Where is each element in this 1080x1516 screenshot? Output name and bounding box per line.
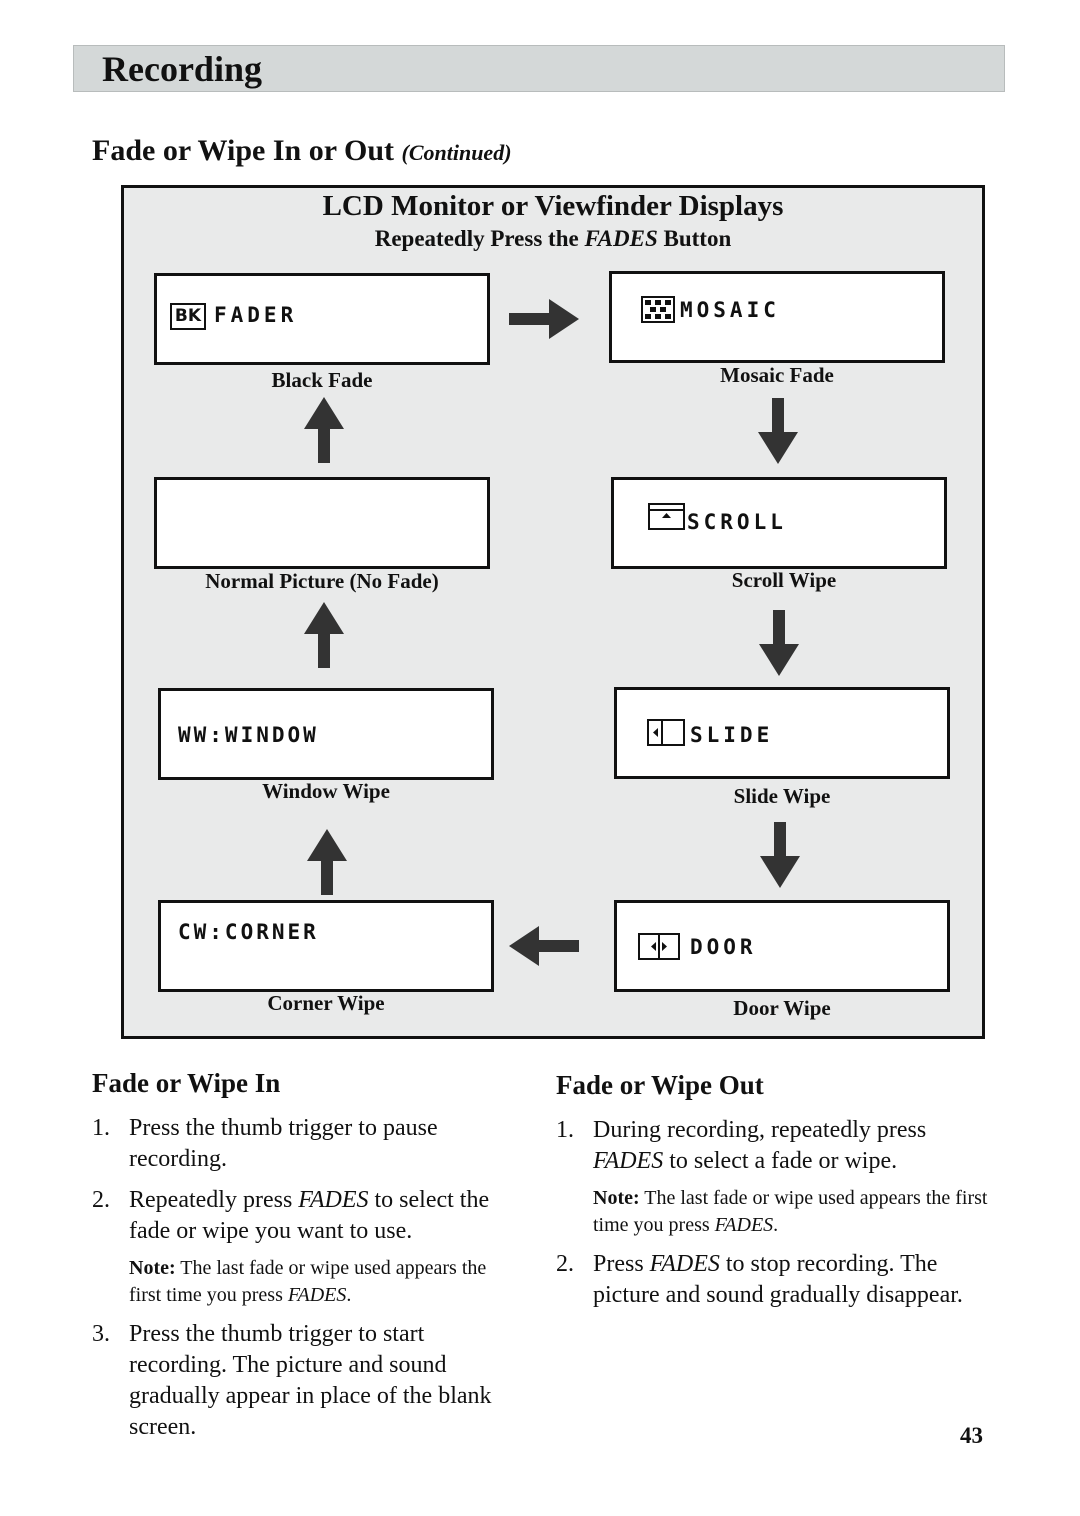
note-text-em: FADES: [714, 1214, 774, 1236]
fade-in-heading: Fade or Wipe In: [92, 1068, 281, 1098]
note-label: Note:: [593, 1187, 640, 1209]
arrow-left-icon: [509, 926, 579, 966]
section-title-text: Fade or Wipe In or Out: [92, 134, 394, 167]
diagram-subtitle-pre: Repeatedly Press the: [374, 226, 585, 251]
step-number: 2.: [556, 1251, 574, 1277]
caption-corner-wipe: Corner Wipe: [267, 991, 385, 1015]
note: Note: The last fade or wipe used appears…: [129, 1255, 522, 1309]
step-number: 3.: [92, 1321, 110, 1347]
diagram-subtitle: Repeatedly Press the FADES Button: [124, 226, 982, 252]
fade-in-steps: 1. Press the thumb trigger to pause reco…: [92, 1113, 522, 1453]
step-number: 1.: [92, 1115, 110, 1141]
fade-out-steps: 1. During recording, repeatedly press FA…: [556, 1115, 996, 1321]
list-item: 1. During recording, repeatedly press FA…: [556, 1115, 996, 1239]
arrow-up-icon: [307, 829, 347, 895]
section-title: Fade or Wipe In or Out (Continued): [92, 134, 512, 168]
list-item: 2. Press FADES to stop recording. The pi…: [556, 1249, 996, 1311]
list-item: 1. Press the thumb trigger to pause reco…: [92, 1113, 522, 1175]
arrow-right-icon: [509, 299, 579, 339]
note-text-em: FADES: [287, 1284, 347, 1306]
list-item: 2. Repeatedly press FADES to select the …: [92, 1185, 522, 1309]
continued-label: (Continued): [401, 140, 512, 165]
caption-normal-picture: Normal Picture (No Fade): [205, 569, 439, 593]
diagram-title: LCD Monitor or Viewfinder Displays: [322, 190, 784, 222]
note: Note: The last fade or wipe used appears…: [593, 1185, 996, 1239]
lcd-text-fader: FADER: [214, 303, 298, 327]
arrow-up-icon: [304, 397, 344, 463]
page-number: 43: [960, 1423, 983, 1448]
step-text-em: FADES: [593, 1148, 664, 1174]
lcd-display-diagram: LCD Monitor or Viewfinder Displays Repea…: [121, 185, 985, 1039]
lcd-text-mosaic: MOSAIC: [680, 298, 780, 322]
note-text-pre: The last fade or wipe used appears the f…: [129, 1257, 487, 1306]
lcd-text-scroll: SCROLL: [687, 510, 787, 534]
step-text: Press the thumb trigger to pause recordi…: [129, 1115, 438, 1172]
note-text-pre: The last fade or wipe used appears the f…: [593, 1187, 988, 1236]
step-text-pre: During recording, repeatedly press: [593, 1117, 927, 1143]
lcd-screen-normal: [154, 477, 490, 569]
step-text-em: FADES: [298, 1187, 369, 1213]
step-text: Press the thumb trigger to start recordi…: [129, 1321, 492, 1440]
step-text-post: to select a fade or wipe.: [663, 1148, 898, 1174]
diagram-subtitle-em: FADES: [584, 226, 658, 251]
note-label: Note:: [129, 1257, 176, 1279]
step-text-post: to stop recording. The picture and sound…: [593, 1251, 963, 1308]
step-number: 1.: [556, 1117, 574, 1143]
lcd-screen-slide: SLIDE: [614, 687, 950, 779]
note-text-post: .: [346, 1284, 352, 1306]
step-text-post: to select the fade or wipe you want to u…: [129, 1187, 490, 1244]
fade-out-heading: Fade or Wipe Out: [556, 1070, 764, 1100]
page-title: Recording: [102, 49, 262, 89]
lcd-text-corner: CW:CORNER: [178, 920, 319, 944]
list-item: 3. Press the thumb trigger to start reco…: [92, 1319, 522, 1443]
caption-door-wipe: Door Wipe: [733, 996, 831, 1020]
mosaic-icon: [641, 296, 675, 323]
arrow-up-icon: [304, 602, 344, 668]
lcd-text-window: WW:WINDOW: [178, 723, 319, 747]
note-text-post: .: [773, 1214, 779, 1236]
door-icon: [638, 933, 680, 960]
black-fade-icon: BK: [170, 303, 206, 330]
caption-scroll-wipe: Scroll Wipe: [731, 568, 837, 592]
lcd-screen-window: WW:WINDOW: [158, 688, 494, 780]
diagram-subtitle-post: Button: [657, 226, 732, 251]
step-text-pre: Press: [593, 1251, 650, 1277]
lcd-screen-corner: CW:CORNER: [158, 900, 494, 992]
caption-slide-wipe: Slide Wipe: [733, 784, 831, 808]
arrow-down-icon: [759, 610, 799, 676]
caption-black-fade: Black Fade: [271, 368, 373, 392]
lcd-text-door: DOOR: [690, 935, 757, 959]
step-text-pre: Repeatedly press: [129, 1187, 299, 1213]
lcd-screen-scroll: SCROLL: [611, 477, 947, 569]
lcd-text-slide: SLIDE: [690, 723, 774, 747]
step-text-em: FADES: [649, 1251, 720, 1277]
header-bar: Recording: [73, 45, 1005, 92]
arrow-down-icon: [760, 822, 800, 888]
lcd-screen-door: DOOR: [614, 900, 950, 992]
scroll-icon: [648, 503, 685, 530]
step-number: 2.: [92, 1187, 110, 1213]
lcd-screen-fader: BK FADER: [154, 273, 490, 365]
lcd-screen-mosaic: MOSAIC: [609, 271, 945, 363]
slide-icon: [647, 719, 685, 746]
black-fade-icon-text: BK: [174, 306, 202, 326]
arrow-down-icon: [758, 398, 798, 464]
caption-window-wipe: Window Wipe: [262, 779, 390, 803]
caption-mosaic-fade: Mosaic Fade: [720, 363, 834, 387]
